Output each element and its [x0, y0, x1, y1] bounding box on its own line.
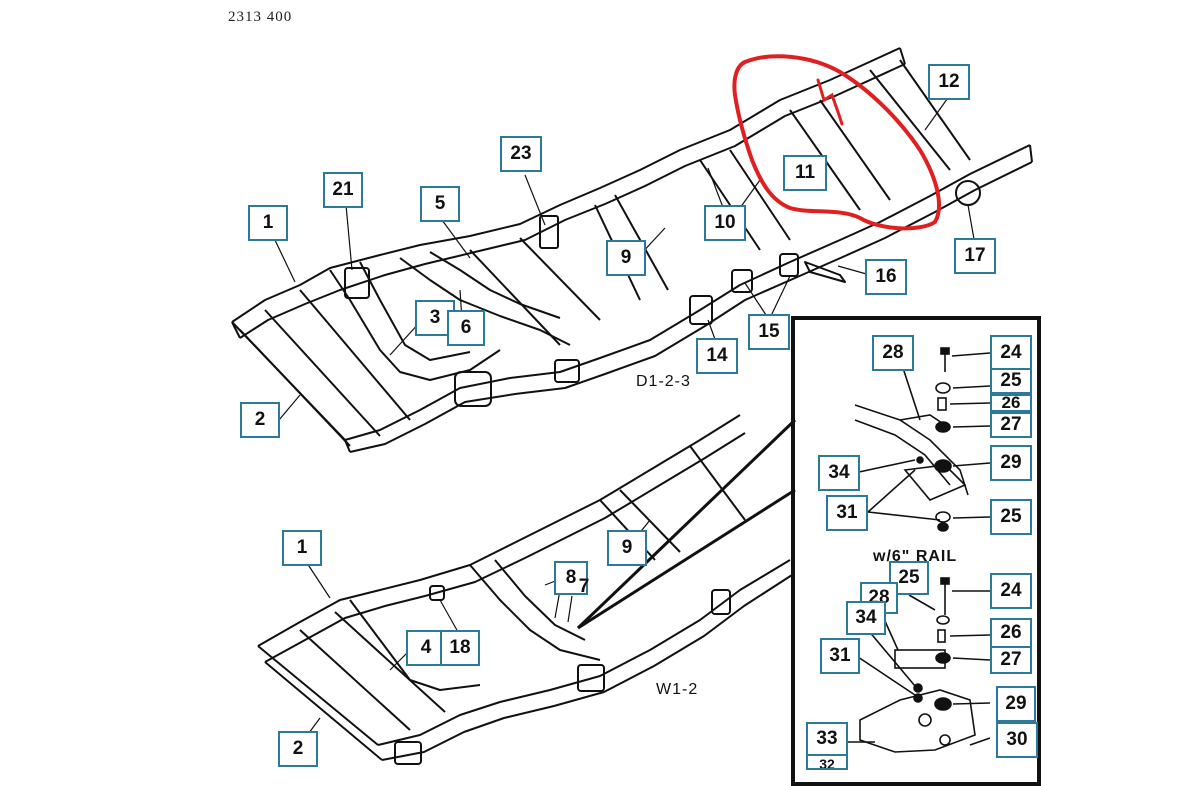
callout-29: 29 [990, 445, 1032, 481]
callout-25-b: 25 [990, 499, 1032, 535]
rail-note: w/6" RAIL [873, 548, 958, 565]
top-frame-drawing [231, 47, 1033, 453]
callout-29-b: 29 [996, 686, 1036, 722]
callout-9-lower: 9 [607, 530, 647, 566]
callout-4: 4 [406, 630, 446, 666]
callout-17: 17 [954, 238, 996, 274]
red-highlight-scribble [816, 78, 844, 126]
callout-5: 5 [420, 186, 460, 222]
callout-34-b: 34 [846, 601, 886, 635]
callout-31: 31 [826, 495, 868, 531]
callout-28: 28 [872, 335, 914, 371]
drawing-code: 2313 400 [228, 9, 293, 25]
callout-23: 23 [500, 136, 542, 172]
callout-14: 14 [696, 338, 738, 374]
callout-11: 11 [783, 155, 827, 191]
callout-24-b: 24 [990, 573, 1032, 609]
callout-1-lower: 1 [282, 530, 322, 566]
inset-pointer [576, 418, 797, 630]
callout-2-lower: 2 [278, 731, 318, 767]
bottom-frame-drawing [257, 414, 793, 765]
red-highlight-outline [732, 54, 941, 231]
callout-12: 12 [928, 64, 970, 100]
callout-33: 33 [806, 722, 848, 756]
callout-25: 25 [990, 368, 1032, 394]
callout-6: 6 [447, 310, 485, 346]
callout-9: 9 [606, 240, 646, 276]
inset-drawings [845, 347, 991, 753]
caption-d123: D1-2-3 [636, 373, 691, 390]
callout-27-b: 27 [990, 646, 1032, 674]
callout-27: 27 [990, 412, 1032, 438]
callout-26-b: 26 [990, 618, 1032, 648]
callout-7: 7 [578, 576, 590, 597]
callout-15: 15 [748, 314, 790, 350]
callout-16: 16 [865, 259, 907, 295]
caption-w12: W1-2 [656, 681, 699, 698]
callout-10: 10 [704, 205, 746, 241]
callout-8: 8 [554, 561, 588, 595]
callout-26: 26 [990, 393, 1032, 412]
callout-21: 21 [323, 172, 363, 208]
callout-2: 2 [240, 402, 280, 438]
callout-34: 34 [818, 455, 860, 491]
callout-1: 1 [248, 205, 288, 241]
callout-31-b: 31 [820, 638, 860, 674]
callout-18: 18 [440, 630, 480, 666]
frame-diagram [231, 47, 1033, 765]
callout-32: 32 [806, 754, 848, 770]
callout-24: 24 [990, 335, 1032, 371]
callout-30: 30 [996, 722, 1038, 758]
